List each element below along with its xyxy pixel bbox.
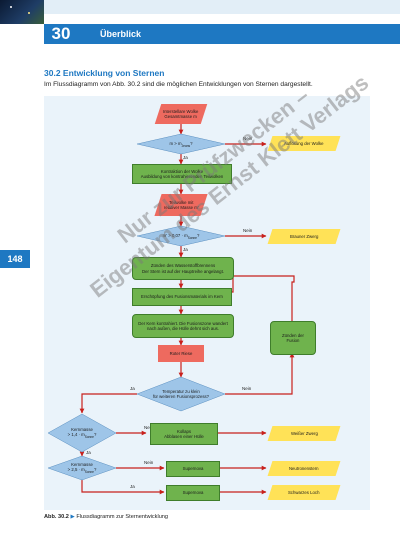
- outcome-brown-dwarf: Brauner Zwerg: [267, 229, 341, 244]
- decision-core-mass-2-text: Kernmasse> 2,5 · mSonne?: [67, 461, 97, 475]
- process-supernova-1: Supernova: [166, 461, 220, 477]
- chapter-header-band: [44, 24, 400, 44]
- flowchart-connectors: [47, 124, 295, 495]
- caption-text: Flussdiagramm zur Sternentwicklung: [76, 514, 169, 520]
- yes-label-4: Ja: [86, 450, 91, 455]
- no-label-1: Nein: [243, 136, 253, 141]
- yes-label-1: Ja: [183, 155, 188, 160]
- no-label-5: Nein: [144, 460, 154, 465]
- arrow-fusion-loop: [218, 275, 295, 295]
- caption-label: Abb. 30.2: [44, 514, 69, 520]
- process-fuel-exhaustion: Erschöpfung des Fusionsmaterials im Kern: [132, 288, 232, 306]
- arrow-d5-yes: [81, 480, 165, 495]
- yes-label-5: Ja: [130, 484, 135, 489]
- decision-core-mass-2: [47, 455, 117, 481]
- outcome-cloud-dissolution: Auflösung der Wolke: [267, 136, 341, 151]
- red-giant: Roter Riese: [158, 345, 204, 362]
- start-line-2: Gesamtmasse m: [164, 114, 198, 119]
- chapter-number: 30: [44, 24, 78, 44]
- start-line-1: Interstellare Wolke: [163, 108, 199, 114]
- figure-caption: Abb. 30.2 ▶ Flussdiagramm zur Sternentwi…: [44, 514, 168, 520]
- process-supernova-2: Supernova: [166, 485, 220, 501]
- top-bar: [0, 0, 400, 14]
- decision-core-mass-1: [47, 413, 117, 453]
- no-label-3: Nein: [242, 386, 252, 391]
- page-number: 148: [0, 250, 30, 268]
- starry-night-thumbnail: [0, 0, 44, 24]
- outcome-neutron-star: Neutronenstern: [267, 461, 341, 476]
- decision-jeans-text: m > mJeans?: [169, 140, 193, 148]
- section-title: 30.2 Entwicklung von Sternen: [44, 68, 165, 78]
- section-intro: Im Flussdiagramm von Abb. 30.2 sind die …: [44, 81, 313, 88]
- yes-label-2: Ja: [183, 247, 188, 252]
- chapter-title: Überblick: [100, 29, 142, 39]
- decision-jeans: [136, 133, 226, 155]
- no-label-4: Nein: [144, 425, 154, 430]
- arrow-d3-yes: [79, 393, 137, 414]
- decision-temperature: [136, 376, 226, 412]
- no-label-2: Nein: [243, 228, 253, 233]
- outcome-white-dwarf: Weißer Zwerg: [267, 426, 341, 441]
- arrow-d3-no: [225, 352, 295, 395]
- decision-core-mass-1-text: Kernmasse> 1,4 · mSonne?: [67, 426, 97, 440]
- outcome-black-hole: Schwarzes Loch: [267, 485, 341, 500]
- decision-brown-dwarf-text: m' > 0,07 · mSonne?: [162, 232, 200, 240]
- process-core-contraction: Der Kern kontrahiert. Die Fusionszone wa…: [132, 314, 234, 338]
- decision-brown-dwarf: [136, 225, 226, 247]
- caption-arrow-icon: ▶: [70, 514, 75, 520]
- yes-label-3: Ja: [130, 386, 135, 391]
